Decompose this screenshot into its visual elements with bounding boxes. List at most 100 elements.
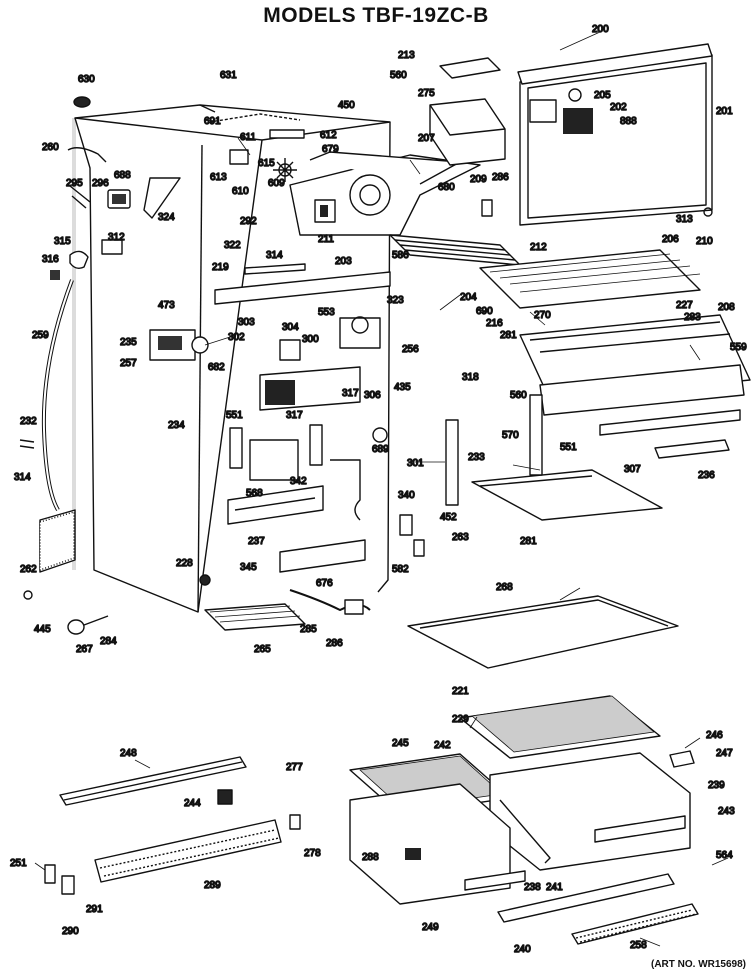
callout-203: 219 <box>212 262 229 273</box>
callout-281b: 452 <box>440 512 457 523</box>
callout-239: 277 <box>286 762 303 773</box>
callout-568: 314 <box>14 472 31 483</box>
callout-238: 288 <box>362 852 379 863</box>
callout-295: 295 <box>66 178 83 189</box>
callout-241: 238 <box>524 882 541 893</box>
evaporator-assembly <box>209 113 481 236</box>
callout-888: 888 <box>620 116 637 127</box>
callout-303: 473 <box>158 300 175 311</box>
callout-473: 559 <box>730 342 747 353</box>
callout-284: 267 <box>76 644 93 655</box>
callout-266: 286 <box>492 172 509 183</box>
callout-200: 200 <box>592 24 609 35</box>
callout-278: 244 <box>184 798 201 809</box>
callout-630: 630 <box>78 74 95 85</box>
callout-286: 285 <box>300 624 317 635</box>
callout-317a: 551 <box>226 410 243 421</box>
leader-lines <box>34 31 729 947</box>
callout-450: 450 <box>338 100 355 111</box>
callout-232: 551 <box>560 442 577 453</box>
duct-parts <box>227 424 366 573</box>
callout-281: 216 <box>486 318 503 329</box>
callout-211: 211 <box>318 234 334 245</box>
callout-613: 613 <box>210 172 227 183</box>
callout-688: 688 <box>114 170 131 181</box>
callout-257: 300 <box>302 334 319 345</box>
callout-306: 317 <box>342 388 359 399</box>
callout-207: 207 <box>418 133 435 144</box>
art-number: (ART NO. WR15698) <box>650 959 746 970</box>
callout-551b: 570 <box>502 430 519 441</box>
callout-315: 315 <box>54 236 71 247</box>
callout-275: 275 <box>418 88 435 99</box>
diagram-title: MODELS TBF-19ZC-B <box>263 4 489 27</box>
callout-212: 212 <box>530 242 547 253</box>
callout-208: 208 <box>718 302 735 313</box>
callout-277: 248 <box>120 748 137 759</box>
callout-204: 586 <box>392 250 409 261</box>
callout-236: 307 <box>624 464 641 475</box>
callout-302: 235 <box>120 337 137 348</box>
glass-shelf <box>407 595 679 669</box>
callout-296: 296 <box>92 178 109 189</box>
fresh-food-shelves <box>399 314 751 557</box>
bottom-rails <box>44 756 699 945</box>
callout-611: 611 <box>240 132 256 143</box>
callout-229: 221 <box>452 686 469 697</box>
callout-249: 564 <box>716 850 733 861</box>
crisper-assembly <box>349 695 695 905</box>
callout-289: 278 <box>304 848 321 859</box>
callout-682: 257 <box>120 358 137 369</box>
callout-631: 631 <box>220 70 237 81</box>
callout-317b: 317 <box>286 410 303 421</box>
callout-676: 262 <box>20 564 37 575</box>
callout-288: 289 <box>204 880 221 891</box>
divider-bar <box>214 263 391 349</box>
callout-245: 229 <box>452 714 469 725</box>
callout-324: 324 <box>158 212 175 223</box>
callout-248: 247 <box>716 748 733 759</box>
callout-609: 609 <box>268 178 285 189</box>
callout-300: 304 <box>282 322 299 333</box>
callout-689: 306 <box>364 390 381 401</box>
callout-582: 263 <box>452 532 469 543</box>
callout-265: 284 <box>100 636 117 647</box>
callout-313: 259 <box>32 330 49 341</box>
callout-570: 233 <box>468 452 485 463</box>
callout-283: 204 <box>460 292 477 303</box>
callout-285: 676 <box>316 578 333 589</box>
callout-209: 209 <box>470 174 487 185</box>
callout-292: 292 <box>240 216 257 227</box>
callout-201: 201 <box>716 106 733 117</box>
callout-260: 260 <box>42 142 59 153</box>
callout-247: 246 <box>706 730 723 741</box>
callout-267: 445 <box>34 624 51 635</box>
callout-205: 205 <box>594 90 611 101</box>
callout-202: 202 <box>610 102 627 113</box>
callout-258: 240 <box>514 944 531 955</box>
callout-322b: 313 <box>676 214 693 225</box>
callout-219: 314 <box>266 250 283 261</box>
callout-615: 615 <box>258 158 275 169</box>
callout-290: 291 <box>86 904 103 915</box>
callout-564: 290 <box>62 926 79 937</box>
callout-316: 316 <box>42 254 59 265</box>
callout-342: 568 <box>246 488 263 499</box>
callout-304: 302 <box>228 332 245 343</box>
callout-610: 610 <box>232 186 249 197</box>
callout-340: 345 <box>240 562 257 573</box>
callout-251: 241 <box>546 882 563 893</box>
callout-270: 281 <box>500 330 517 341</box>
callout-233: 301 <box>407 458 424 469</box>
callout-242: 245 <box>392 738 409 749</box>
cabinet-body <box>39 104 391 613</box>
callout-301: 689 <box>372 444 389 455</box>
callout-435: 256 <box>402 344 419 355</box>
callout-691: 691 <box>204 116 221 127</box>
callout-213: 213 <box>398 50 415 61</box>
callout-345: 237 <box>248 536 265 547</box>
callout-labels: 200 213 560 205 202 888 201 275 450 207 … <box>9 23 748 955</box>
callout-291: 251 <box>10 858 27 869</box>
callout-612: 612 <box>320 130 337 141</box>
